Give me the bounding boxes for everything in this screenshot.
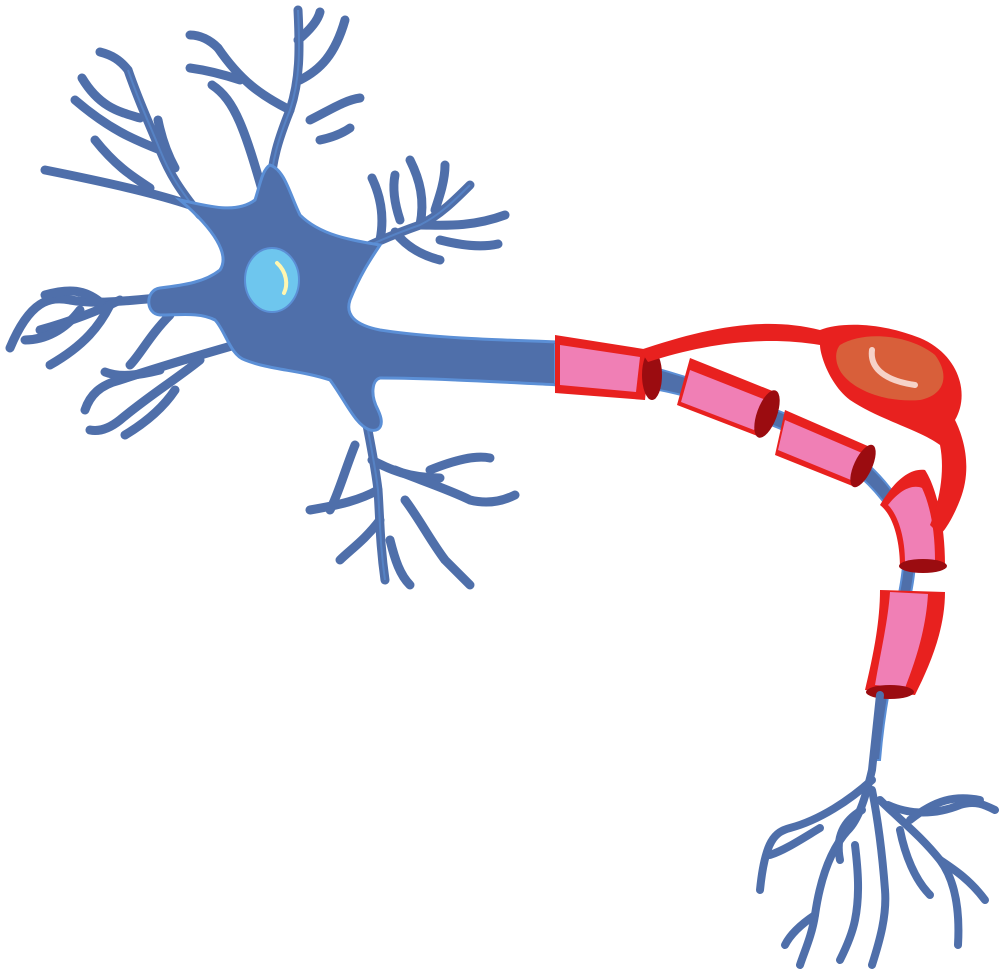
myelin-segment-2 [677, 358, 785, 441]
myelin-segment-3 [775, 410, 881, 491]
cell-body [149, 165, 560, 430]
axon-terminals [760, 695, 995, 965]
dendrite-lower-left [85, 345, 235, 435]
dendrite-left [10, 291, 170, 365]
dendrite-upper-left [45, 52, 200, 215]
myelin-segment-5 [865, 590, 945, 699]
nucleus [245, 248, 299, 312]
dendrite-bottom [310, 415, 515, 585]
myelin-segment-1 [555, 335, 662, 400]
